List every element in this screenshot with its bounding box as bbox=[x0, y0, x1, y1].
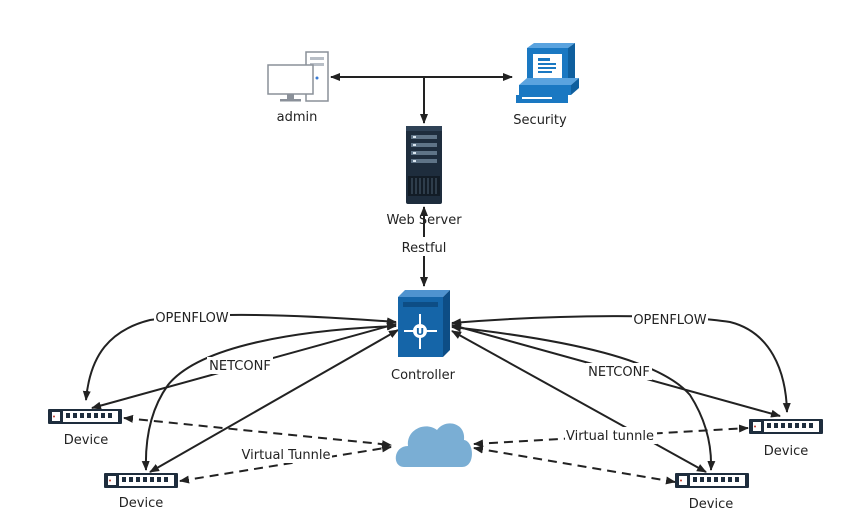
tunnel-right-label: Virtual tunnle bbox=[566, 429, 654, 444]
switch-icon-top-left bbox=[48, 409, 122, 424]
openflow-right-label-group: OPENFLOW bbox=[632, 311, 708, 328]
netconf-right-label: NETCONF bbox=[588, 365, 650, 380]
tunnel-left-label-group: Virtual Tunnle bbox=[240, 446, 332, 463]
netconf-right-label-group: NETCONF bbox=[586, 363, 652, 380]
controller-device-bottom-right-curve bbox=[451, 324, 716, 471]
svg-text:U: U bbox=[416, 327, 424, 338]
tunnel-bottom-right bbox=[473, 445, 676, 485]
admin-workstation-icon bbox=[267, 51, 329, 102]
openflow-right-label: OPENFLOW bbox=[633, 313, 706, 328]
device-top-left-label: Device bbox=[64, 433, 108, 448]
tunnel-left-label: Virtual Tunnle bbox=[242, 448, 331, 463]
device-bottom-left-label: Device bbox=[119, 496, 163, 511]
sdn-controller-icon: U bbox=[398, 290, 450, 357]
device-right-label: Device bbox=[764, 444, 808, 459]
openflow-left-label: OPENFLOW bbox=[155, 311, 228, 326]
tunnel-bottom-left bbox=[179, 444, 392, 484]
server-rack-icon bbox=[406, 126, 442, 204]
openflow-left-label-group: OPENFLOW bbox=[154, 309, 230, 326]
tunnel-top-left bbox=[123, 414, 392, 449]
admin-label: admin bbox=[277, 110, 318, 125]
restful-label: Restful bbox=[402, 241, 447, 256]
webserver-label-group: Web Server bbox=[386, 213, 462, 228]
controller-label: Controller bbox=[391, 368, 456, 383]
netconf-left-label-group: NETCONF bbox=[207, 357, 273, 374]
security-label: Security bbox=[513, 113, 567, 128]
webserver-label: Web Server bbox=[386, 213, 462, 228]
netconf-left-label: NETCONF bbox=[209, 359, 271, 374]
cloud-icon bbox=[395, 423, 472, 467]
security-computer-icon bbox=[516, 43, 579, 103]
switch-icon-right bbox=[749, 419, 823, 434]
tunnel-right-label-group: Virtual tunnle bbox=[565, 427, 657, 444]
restful-label-group: Restful bbox=[396, 238, 452, 256]
switch-icon-bottom-left bbox=[104, 473, 178, 488]
device-bottom-right-label: Device bbox=[689, 497, 733, 512]
switch-icon-bottom-right bbox=[675, 473, 749, 488]
